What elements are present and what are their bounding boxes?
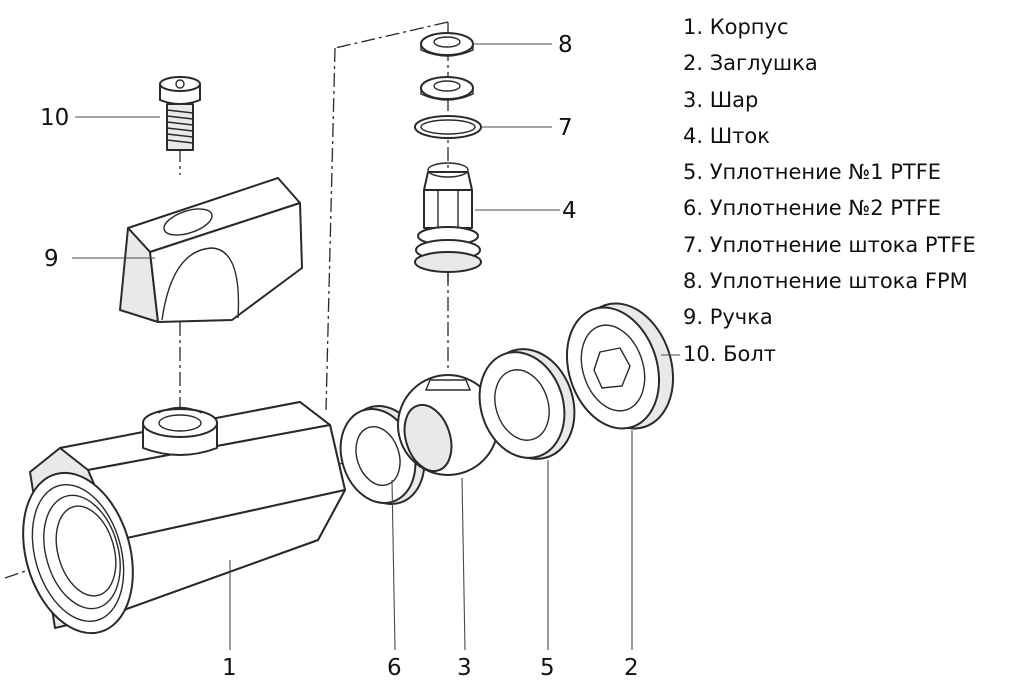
callout-handle: 9 bbox=[44, 246, 59, 272]
legend-item: 10. Болт bbox=[683, 341, 776, 366]
callout-stem-seal-fpm: 8 bbox=[558, 32, 573, 58]
legend-item: 9. Ручка bbox=[683, 305, 773, 330]
legend-item: 3. Шар bbox=[683, 87, 759, 112]
callout-stem: 4 bbox=[562, 198, 577, 224]
callout-labels: 1 6 3 5 2 4 7 8 9 10 bbox=[40, 32, 639, 681]
callout-seal-2: 6 bbox=[387, 655, 402, 681]
callout-body: 1 bbox=[222, 655, 237, 681]
callout-plug: 2 bbox=[624, 655, 639, 681]
parts-legend: 1. Корпус 2. Заглушка 3. Шар 4. Шток 5. … bbox=[683, 9, 976, 372]
callout-ball: 3 bbox=[457, 655, 472, 681]
legend-item: 2. Заглушка bbox=[683, 51, 818, 76]
part-stem-seal-ptfe bbox=[414, 115, 482, 139]
legend-item: 8. Уплотнение штока FPM bbox=[683, 269, 968, 294]
part-stem-seal-fpm bbox=[420, 32, 474, 101]
leader-lines bbox=[72, 43, 680, 651]
part-stem bbox=[414, 162, 482, 282]
callout-stem-seal-ptfe: 7 bbox=[558, 115, 573, 141]
legend-item: 7. Уплотнение штока PTFE bbox=[683, 232, 976, 257]
part-ball bbox=[397, 374, 499, 476]
callout-seal-1: 5 bbox=[540, 655, 555, 681]
part-plug bbox=[565, 302, 675, 430]
part-body bbox=[22, 401, 346, 635]
callout-bolt: 10 bbox=[40, 105, 69, 131]
legend-item: 6. Уплотнение №2 PTFE bbox=[683, 196, 942, 221]
legend-item: 4. Шток bbox=[683, 123, 770, 148]
part-seal-1 bbox=[478, 348, 576, 460]
legend-item: 5. Уплотнение №1 PTFE bbox=[683, 160, 942, 185]
legend-item: 1. Корпус bbox=[683, 15, 789, 39]
part-handle bbox=[119, 177, 303, 323]
part-bolt bbox=[159, 76, 201, 151]
